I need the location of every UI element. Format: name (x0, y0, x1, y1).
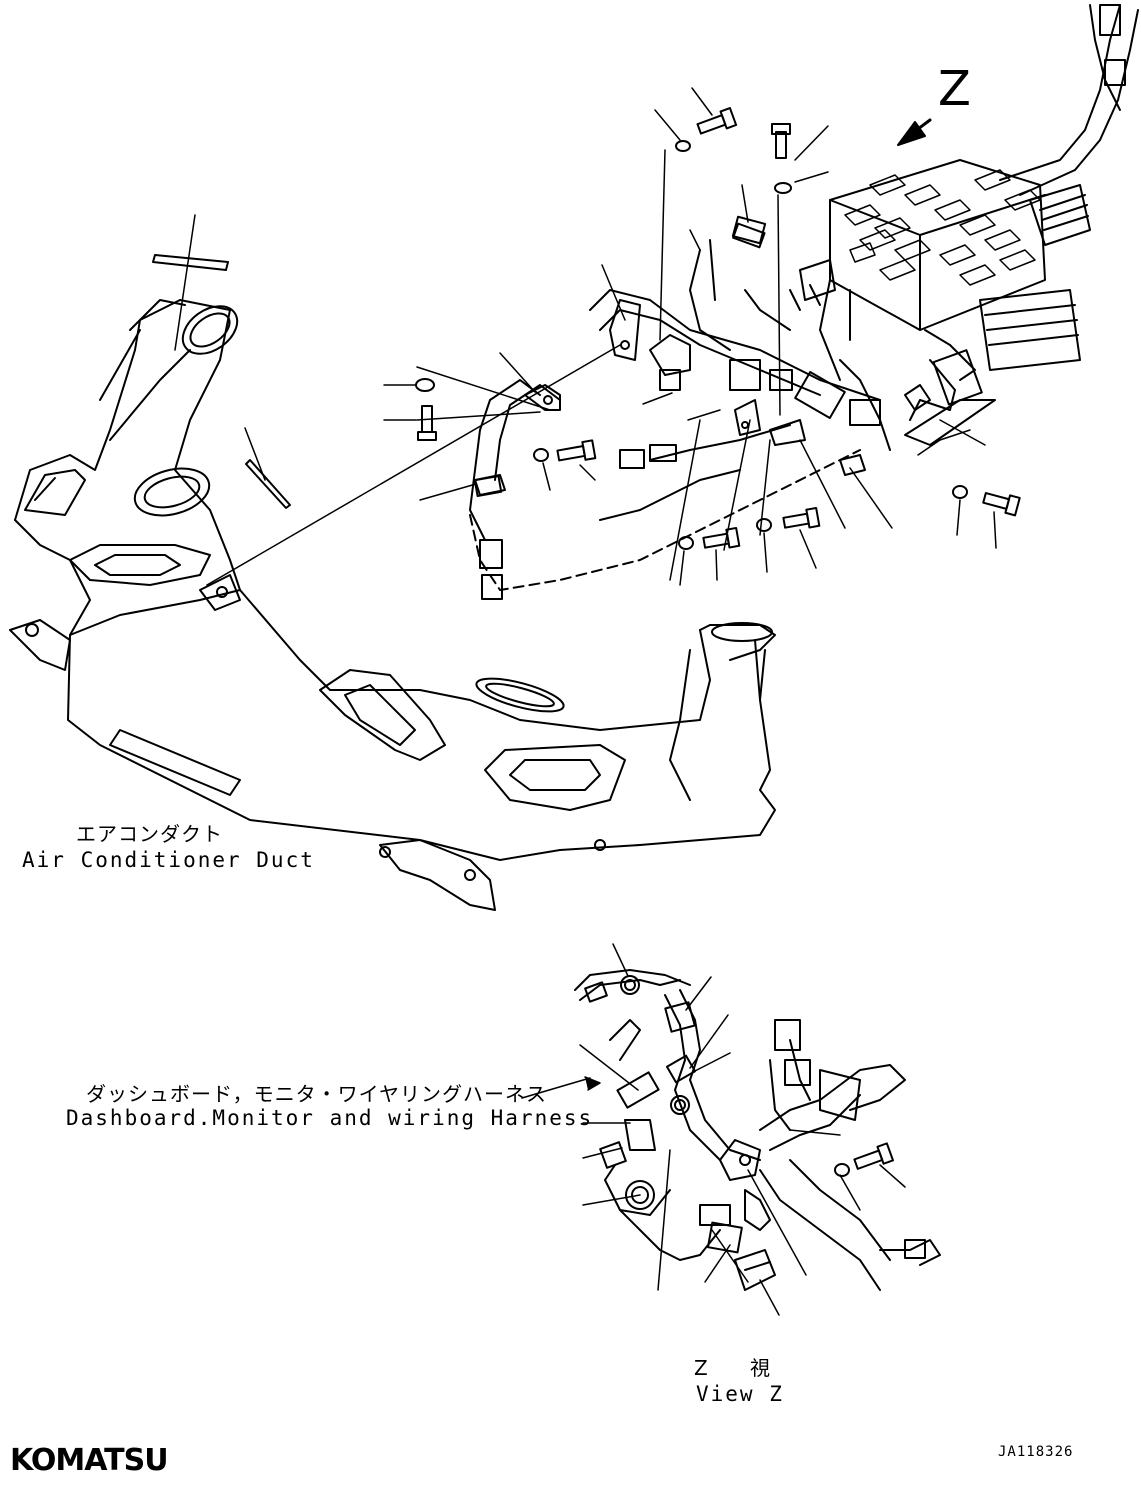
view-z-arrow-icon (897, 118, 932, 146)
gasket-parts (152, 254, 291, 509)
air-conditioner-duct (9, 299, 776, 911)
leader-lines (174, 87, 997, 586)
air-conditioner-duct-label-ja: エアコンダクト (76, 822, 223, 846)
harness-label: Dashboard.Monitor and wiring Harness (66, 1106, 594, 1130)
bolts-washers (415, 107, 1021, 550)
view-z-title-ja: Z 視 (694, 1356, 789, 1380)
view-z-harness (574, 969, 941, 1291)
harness-label-ja: ダッシュボード，モニタ・ワイヤリングハーネス (86, 1082, 547, 1106)
drawing-code: JA118326 (998, 1444, 1074, 1460)
view-z-title: View Z (696, 1382, 784, 1406)
view-z-marker: Z (938, 61, 971, 117)
air-conditioner-duct-label: Air Conditioner Duct (22, 848, 315, 872)
brand-logo: KOMATSU (10, 1443, 169, 1478)
relay-box (789, 4, 1139, 446)
leader-lines-view-z (521, 943, 906, 1316)
